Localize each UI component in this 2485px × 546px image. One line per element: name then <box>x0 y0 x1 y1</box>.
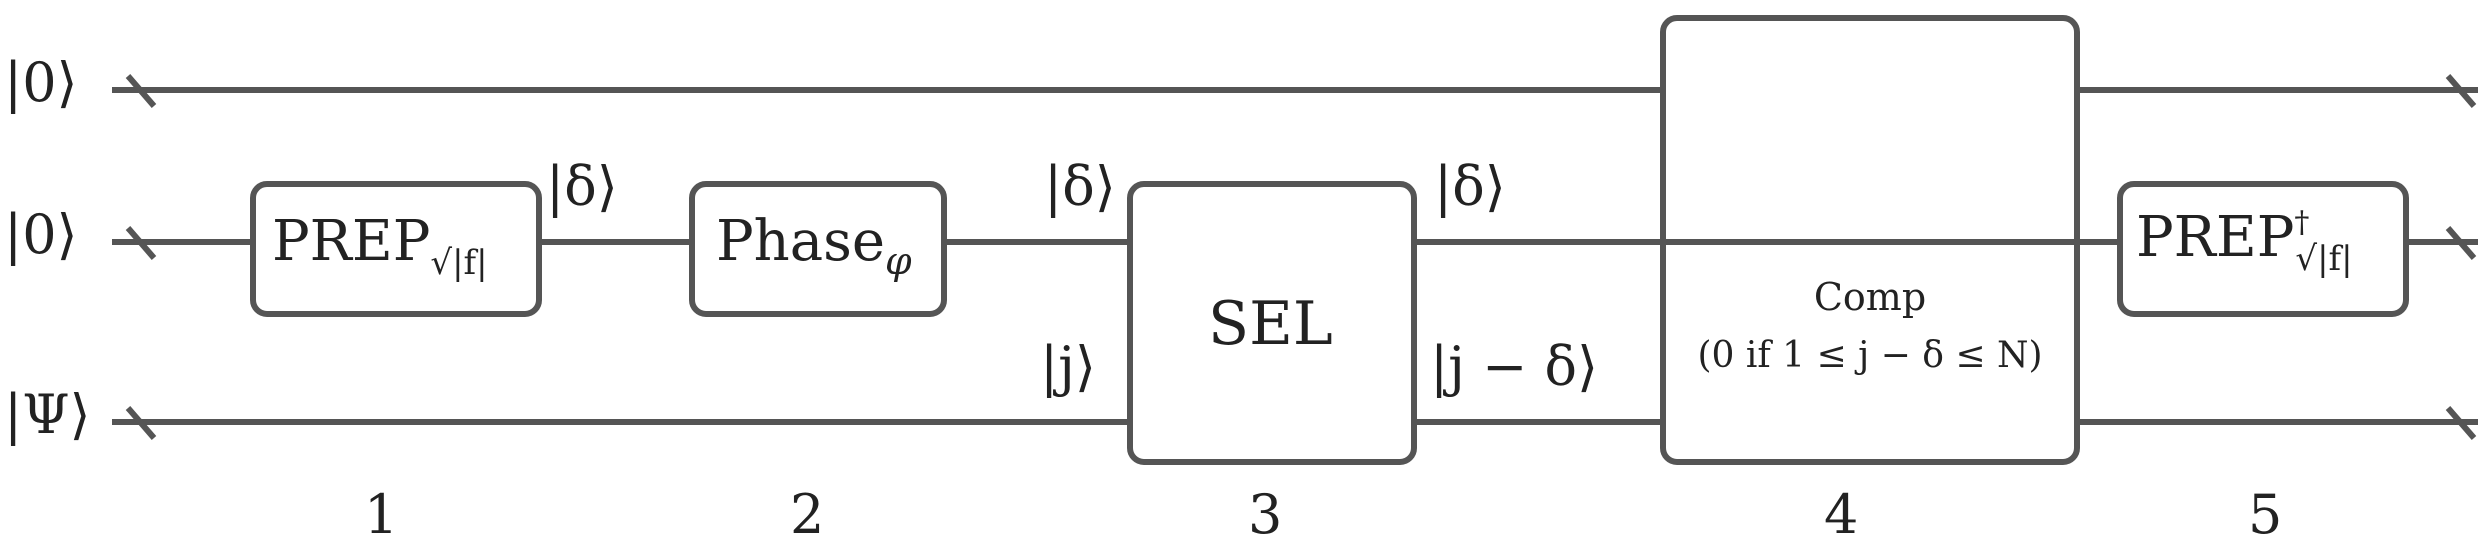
prep-dagger-subscript: √|f| <box>2295 239 2353 279</box>
phase-gate <box>689 181 947 317</box>
prep-dagger-gate <box>2117 181 2409 317</box>
prep-label: PREP√|f| <box>272 214 488 281</box>
prep-dagger-name: PREP <box>2136 205 2295 270</box>
input-label-q2: |0⟩ <box>4 203 78 266</box>
prep-dagger-label: PREP†√|f| <box>2136 208 2353 277</box>
input-label-q1: |0⟩ <box>4 51 78 114</box>
wire-label-after-sel-top: |δ⟩ <box>1434 155 1506 218</box>
wire-label-before-sel-bottom: |j⟩ <box>1040 335 1097 398</box>
prep-gate <box>250 181 542 317</box>
prep-name: PREP <box>272 209 431 274</box>
step-number-1: 1 <box>364 483 399 546</box>
phase-label: Phaseφ <box>716 214 912 281</box>
step-number-2: 2 <box>790 483 825 546</box>
wire-label-after-prep: |δ⟩ <box>546 155 618 218</box>
sel-gate <box>1127 181 1417 465</box>
register-slash-out-3 <box>2445 406 2477 440</box>
comp-label: Comp <box>1813 275 1927 319</box>
wire-label-after-sel-bottom: |j − δ⟩ <box>1430 335 1599 398</box>
register-slash-out-1 <box>2445 74 2477 108</box>
register-slash-in-2 <box>125 226 157 260</box>
sel-label: SEL <box>1208 289 1333 359</box>
input-label-q3: |Ψ⟩ <box>4 383 91 446</box>
register-slash-in-1 <box>125 74 157 108</box>
step-number-5: 5 <box>2248 483 2283 546</box>
register-slash-in-3 <box>125 406 157 440</box>
prep-dagger-superscript: † <box>2294 205 2310 240</box>
register-slash-out-2 <box>2445 226 2477 260</box>
comp-condition: (0 if 1 ≤ j − δ ≤ N) <box>1697 335 2043 376</box>
wire-label-before-sel-top: |δ⟩ <box>1044 155 1116 218</box>
phase-subscript: φ <box>885 239 912 283</box>
phase-name: Phase <box>716 209 886 274</box>
step-number-3: 3 <box>1248 483 1283 546</box>
prep-subscript: √|f| <box>430 243 488 283</box>
step-number-4: 4 <box>1824 483 1859 546</box>
